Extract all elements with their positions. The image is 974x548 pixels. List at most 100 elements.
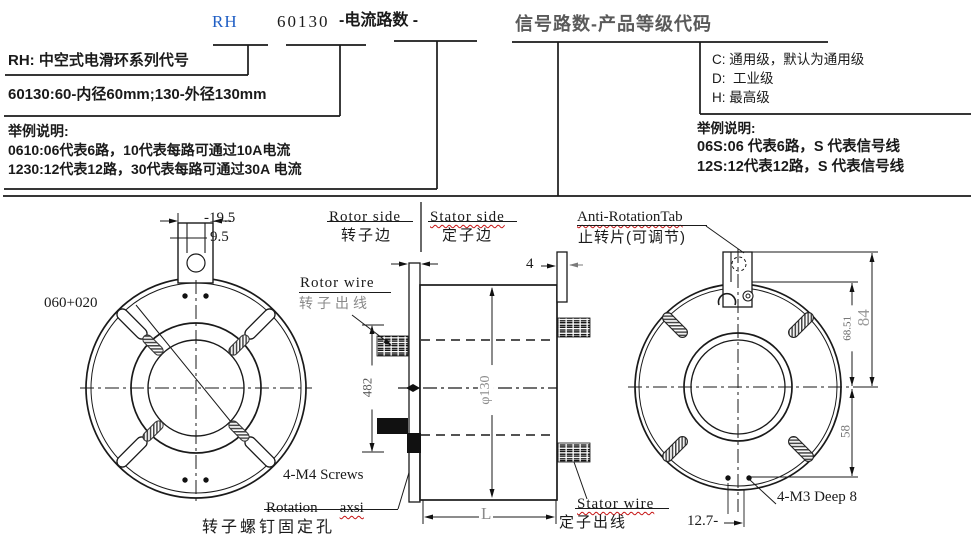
left-example-title: 举例说明: [8, 123, 69, 139]
rear-view [628, 225, 878, 527]
right-example-line1: 06S:06 代表6路，S 代表信号线 [697, 139, 901, 155]
tab-screw-center [745, 293, 751, 299]
screw-dot [182, 293, 188, 299]
rotor-wire-underline [299, 292, 391, 294]
dim-tab-thickness: 4 [526, 256, 534, 272]
arrowhead [569, 262, 578, 268]
hatched-slot-sw [142, 420, 164, 442]
code-tree-lines [3, 40, 971, 197]
left-example-line1: 0610:06代表6路，10代表每路可通过10A电流 [8, 142, 291, 158]
side-view [351, 202, 591, 524]
rotor-wire-block [377, 418, 408, 434]
m3-hole-dot [746, 475, 752, 481]
hatched-slot-ne [228, 334, 250, 356]
anti-rotation-tab-text: Anti-RotationTab [577, 209, 683, 225]
hatched-slot-ne [788, 312, 814, 338]
rotor-wire-label-cn: 转子出线 [299, 295, 371, 311]
grade-d: D: 工业级 [712, 71, 774, 86]
arrowhead [849, 389, 855, 398]
hatched-slot-se [788, 436, 814, 462]
dim-dia-130: φ130 [477, 365, 495, 416]
m4-screws-label: 4-M4 Screws [283, 467, 364, 483]
hatched-slot-nw [142, 334, 164, 356]
tab-hole-hidden [731, 256, 747, 272]
dim-tab-width: -19.5 [204, 210, 236, 226]
hatched-slot-sw [662, 436, 688, 462]
rh-description: RH: 中空式电滑环系列代号 [8, 52, 189, 69]
stator-wire-text: Stator wire [577, 496, 655, 512]
stator-side-text: Stator side [430, 209, 505, 225]
anti-rotation-tab-underline [577, 225, 707, 227]
rotor-side-label: Rotor side [329, 209, 402, 225]
leader-through-stator-wire [575, 508, 669, 510]
right-example-title: 举例说明: [697, 121, 756, 136]
rotation-axis-label-cn: 转子螺钉固定孔 [202, 519, 336, 536]
stator-wire-label-cn: 定子出线 [559, 514, 628, 531]
grade-c: C: 通用级，默认为通用级 [712, 52, 865, 67]
arrowhead [547, 263, 556, 269]
stator-wire-bundle-top [557, 317, 591, 338]
bore-leader [135, 304, 241, 434]
arrowhead [399, 261, 408, 267]
arrowhead [213, 218, 222, 224]
tab-hole [186, 253, 206, 273]
arrowhead [489, 489, 495, 498]
code-signal-title: 信号路数-产品等级代码 [515, 14, 712, 34]
dim-6851: 68.51 [841, 305, 855, 352]
anti-rotation-tab-label: Anti-RotationTab [577, 209, 683, 226]
rotor-screw-block [407, 433, 421, 453]
arrowhead [869, 253, 875, 262]
leader-through-rotor-side [327, 221, 413, 223]
wire-loop [717, 292, 737, 306]
arrowhead [869, 377, 875, 386]
arrowhead [546, 514, 555, 520]
arrowhead [849, 467, 855, 476]
rotation-axis-label: Rotation axsi [266, 500, 364, 517]
rotor-wire-bundle [376, 335, 409, 357]
stator-wire-label: Stator wire [577, 496, 654, 513]
leader-through-stator-side [428, 221, 517, 223]
front-view [80, 213, 415, 510]
side-anti-rotation-tab [556, 251, 568, 303]
axsi-word: axsi [339, 500, 364, 516]
rotation-word: Rotation [266, 500, 318, 516]
right-example-line2: 12S:12代表12路，S 代表信号线 [697, 159, 905, 175]
arrowhead [489, 287, 495, 296]
size-description: 60130:60-内径60mm;130-外径130mm [8, 86, 267, 103]
left-example-line2: 1230:12代表12路，30代表每路可通过30A 电流 [8, 161, 302, 177]
dim-127: 12.7- [687, 513, 719, 529]
arrowhead [849, 283, 855, 292]
arrowhead [169, 218, 178, 224]
m3-leader [749, 479, 777, 505]
screw-dot [203, 293, 209, 299]
rotor-wire-label: Rotor wire [300, 275, 375, 291]
grade-h: H: 最高级 [712, 90, 770, 105]
tab-label-leader [705, 225, 745, 254]
stator-side-label: Stator side [430, 209, 505, 226]
rotor-wire-leader [351, 314, 391, 345]
leader-through-rotation-axis [264, 509, 398, 511]
dim-84: 84 [854, 309, 874, 327]
hatched-slot-nw [662, 312, 688, 338]
arrowhead [369, 443, 375, 452]
dim-bore-label: 060+020 [44, 295, 98, 311]
stator-wire-leader [573, 461, 588, 500]
arrowhead [421, 261, 430, 267]
rotor-side-label-cn: 转子边 [341, 227, 393, 244]
m3-holes-label: 4-M3 Deep 8 [777, 489, 857, 505]
anti-rotation-tab-label-cn: 止转片(可调节) [578, 229, 686, 246]
dim-hub-482: 482 [360, 365, 376, 410]
dim-tab-slot: 9.5 [210, 229, 229, 245]
dim-58: 58 [837, 424, 853, 438]
arrowhead [424, 514, 433, 520]
screw-dot [182, 477, 188, 483]
arrowhead [849, 377, 855, 386]
hatched-slot-se [228, 420, 250, 442]
axis-diamond [406, 384, 420, 392]
code-current-label: -电流路数 - [339, 12, 419, 29]
screw-dot [203, 477, 209, 483]
code-prefix: RH [212, 12, 238, 31]
tab-screw [742, 290, 754, 302]
rotor-tab [177, 222, 214, 284]
